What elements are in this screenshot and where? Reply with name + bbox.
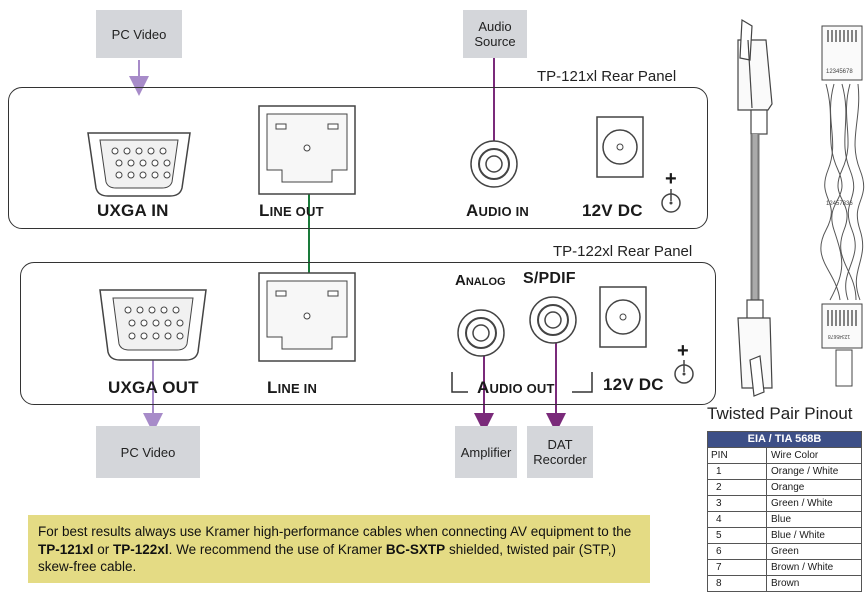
pinout-col-color: Wire Color [766, 447, 862, 464]
line-out-label: LINE OUT [259, 201, 324, 221]
dat-recorder-callout: DAT Recorder [527, 426, 593, 478]
wire-color: Green [766, 543, 862, 560]
pin-number: 1 [707, 463, 767, 480]
power-jack-top [596, 116, 681, 213]
audio-in-label-rest: UDIO IN [478, 204, 529, 219]
dat-label-1: DAT [547, 437, 573, 452]
audio-source-label-1: Audio [478, 19, 512, 34]
audio-in-label: AUDIO IN [466, 201, 529, 221]
tp122xl-panel-title: TP-122xl Rear Panel [553, 243, 693, 260]
cable-wiring-view [820, 25, 865, 387]
power-jack-bottom [599, 286, 694, 384]
pin-number: 6 [707, 543, 767, 560]
note-text-3: . We recommend the use of Kramer [168, 541, 386, 557]
pin-number: 4 [707, 511, 767, 528]
spdif-label: S/PDIF [523, 270, 576, 287]
audio-source-callout: Audio Source [463, 10, 527, 58]
tp121xl-panel-title: TP-121xl Rear Panel [537, 68, 677, 85]
wire-color: Blue [766, 511, 862, 528]
cable-bottom-pin-label: 12345678 [828, 333, 851, 339]
pin-number: 2 [707, 479, 767, 496]
line-out-label-cap: L [259, 201, 270, 220]
line-in-label-cap: L [267, 378, 278, 397]
pc-video-display-callout: PC Video [96, 426, 200, 478]
pinout-standard: EIA / TIA 568B [707, 431, 862, 448]
pin-number: 7 [707, 559, 767, 576]
audio-out-bracket [451, 372, 593, 393]
uxga-in-connector [87, 132, 191, 197]
cable-side-view [737, 18, 773, 397]
line-out-connector [258, 105, 356, 195]
pin-number: 5 [707, 527, 767, 544]
wire-color: Orange [766, 479, 862, 496]
line-in-label-rest: INE IN [277, 381, 318, 396]
dat-label-2: Recorder [533, 452, 587, 467]
pin-number: 8 [707, 575, 767, 592]
wire-color: Green / White [766, 495, 862, 512]
wire-color: Brown [766, 575, 862, 592]
analog-label-rest: NALOG [465, 276, 506, 288]
audio-in-label-cap: A [466, 201, 479, 220]
audio-in-connector [470, 140, 518, 188]
tp122xl-rear-panel [20, 262, 716, 405]
pinout-title: Twisted Pair Pinout [707, 404, 853, 423]
uxga-in-label: UXGA IN [97, 201, 169, 220]
cable-recommendation-note: For best results always use Kramer high-… [28, 515, 650, 583]
power-label-top: 12V DC [582, 201, 643, 220]
amplifier-label: Amplifier [460, 444, 512, 460]
amplifier-callout: Amplifier [455, 426, 517, 478]
analog-label-cap: A [455, 272, 466, 289]
note-text-1: For best results always use Kramer high-… [38, 524, 632, 539]
pinout-standard-row: EIA / TIA 568B [707, 431, 862, 448]
note-text-2: or [93, 541, 114, 557]
pc-video-source-callout: PC Video [96, 10, 182, 58]
pc-video-source-label: PC Video [111, 26, 167, 42]
note-model-1: TP-121xl [38, 541, 94, 557]
cable-top-pin-label: 12345678 [826, 69, 853, 75]
line-out-label-rest: INE OUT [269, 204, 324, 219]
wire-color: Orange / White [766, 463, 862, 480]
audio-out-label-rest: UDIO OUT [489, 381, 555, 396]
pinout-col-pin: PIN [707, 447, 767, 464]
audio-source-label-2: Source [474, 34, 516, 49]
analog-audio-out-connector [457, 309, 505, 357]
pc-video-display-label: PC Video [120, 444, 176, 460]
analog-label: ANALOG [455, 272, 506, 289]
wire-color: Blue / White [766, 527, 862, 544]
line-in-connector [258, 272, 356, 362]
note-text-4: shielded, twisted pair (STP,) skew-free … [38, 541, 617, 575]
wire-color: Brown / White [766, 559, 862, 576]
pinout-header-row: PIN Wire Color [707, 447, 862, 464]
spdif-connector [529, 296, 577, 344]
note-model-2: TP-122xl [113, 541, 169, 557]
note-cable-model: BC-SXTP [385, 541, 446, 557]
line-in-label: LINE IN [267, 378, 317, 398]
audio-out-label: AUDIO OUT [477, 378, 555, 398]
power-plus-bottom: + [677, 340, 689, 362]
uxga-out-label: UXGA OUT [108, 378, 199, 397]
cable-mid-pin-label: 12457836 [826, 201, 853, 207]
pin-number: 3 [707, 495, 767, 512]
uxga-out-connector [99, 289, 207, 361]
power-plus-top: + [665, 168, 677, 190]
tp121xl-rear-panel [8, 87, 708, 229]
audio-out-label-cap: A [477, 378, 490, 397]
power-label-bottom: 12V DC [603, 375, 664, 394]
